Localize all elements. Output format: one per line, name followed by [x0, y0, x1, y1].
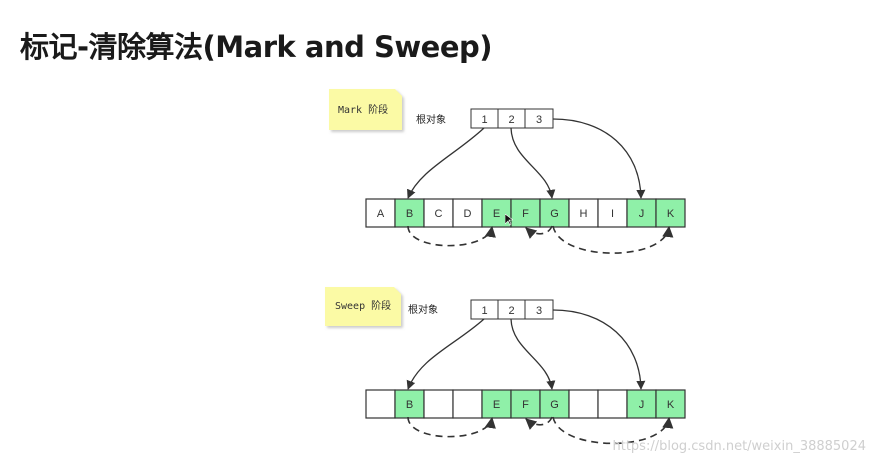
sweep-root-label: 3	[536, 305, 542, 317]
mark-root-label: 2	[508, 114, 514, 126]
sweep-heap-cell	[568, 389, 599, 419]
mark-root-label: 3	[536, 114, 542, 126]
sweep-heap-cell	[481, 389, 512, 419]
sweep-heap-cell	[365, 389, 396, 419]
sweep-phase-label: Sweep 阶段	[335, 299, 391, 312]
mark-heap-cell-label: K	[667, 208, 675, 220]
root1-to-b-arrow	[407, 127, 485, 199]
root3-to-j-arrow	[552, 118, 646, 199]
root1-to-b-arrow	[406, 318, 485, 390]
sweep-heap-cell	[597, 389, 628, 419]
mark-heap-cell-label: J	[639, 208, 645, 220]
mark-heap-cell	[365, 198, 396, 228]
sweep-reference-arrows	[406, 309, 646, 390]
sweep-heap-cell	[626, 389, 657, 419]
g-to-f-dashed-arrow	[525, 416, 553, 430]
root2-to-g-arrow	[510, 127, 556, 199]
sweep-heap-cell	[452, 389, 483, 419]
g-to-k-dashed-arrow	[552, 416, 674, 445]
page-title: 标记-清除算法(Mark and Sweep)	[20, 30, 493, 64]
mark-heap-cell-label: C	[435, 208, 443, 220]
sweep-heap-cell-label: E	[493, 399, 500, 411]
mark-heap-cell-label: A	[377, 208, 385, 220]
mark-roots-label: 根对象	[416, 113, 446, 126]
sweep-phase-note	[325, 287, 401, 326]
mark-root-boxes: 1 2 3	[470, 108, 554, 129]
mark-section: Mark 阶段 根对象 1 2 3 A B C D E F G H I J K	[329, 89, 686, 254]
mark-reference-arrows	[407, 118, 646, 199]
sweep-heap-cell-label: B	[406, 399, 413, 411]
g-to-f-dashed-arrow	[525, 225, 553, 239]
mark-heap-cell	[423, 198, 454, 228]
sweep-roots-label: 根对象	[408, 303, 438, 316]
mark-heap-cell-label: F	[522, 208, 529, 220]
sweep-heap-cell-label: K	[667, 399, 675, 411]
sweep-root-label: 1	[481, 305, 487, 317]
sweep-heap-cell-label: G	[550, 399, 559, 411]
mark-phase-note	[329, 89, 402, 130]
sweep-heap-cell	[423, 389, 454, 419]
mark-heap-cell-label: G	[550, 208, 559, 220]
mark-phase-label: Mark 阶段	[338, 103, 388, 116]
root3-to-j-arrow	[552, 309, 646, 390]
sweep-heap-cell	[394, 389, 425, 419]
sweep-section: Sweep 阶段 根对象 1 2 3 B E F G J K	[325, 287, 686, 445]
mark-dashed-arrows	[407, 225, 674, 254]
mouse-cursor-icon	[505, 214, 513, 226]
mark-heap-cell	[597, 198, 628, 228]
sweep-root-label: 2	[508, 305, 514, 317]
watermark: https://blog.csdn.net/weixin_38885024	[612, 439, 866, 454]
sweep-heap-cell	[510, 389, 541, 419]
mark-heap-cell-label: H	[580, 208, 588, 220]
mark-heap-cell-label: E	[493, 208, 500, 220]
sweep-heap-cell	[655, 389, 686, 419]
sweep-dashed-arrows	[407, 416, 674, 445]
g-to-k-dashed-arrow	[552, 225, 674, 254]
mark-heap-cell-label: D	[464, 208, 472, 220]
mark-heap-cell-label: I	[611, 208, 614, 220]
mark-heap-row: A B C D E F G H I J K	[365, 198, 686, 228]
b-to-e-dashed-arrow	[407, 225, 496, 247]
b-to-e-dashed-arrow	[407, 416, 496, 438]
sweep-heap-cell-label: J	[639, 399, 645, 411]
mark-root-label: 1	[481, 114, 487, 126]
sweep-root-boxes: 1 2 3	[470, 299, 554, 320]
mark-heap-cell-label: B	[406, 208, 413, 220]
sweep-heap-cell-label: F	[522, 399, 529, 411]
root2-to-g-arrow	[510, 318, 556, 390]
sweep-heap-cell	[539, 389, 570, 419]
